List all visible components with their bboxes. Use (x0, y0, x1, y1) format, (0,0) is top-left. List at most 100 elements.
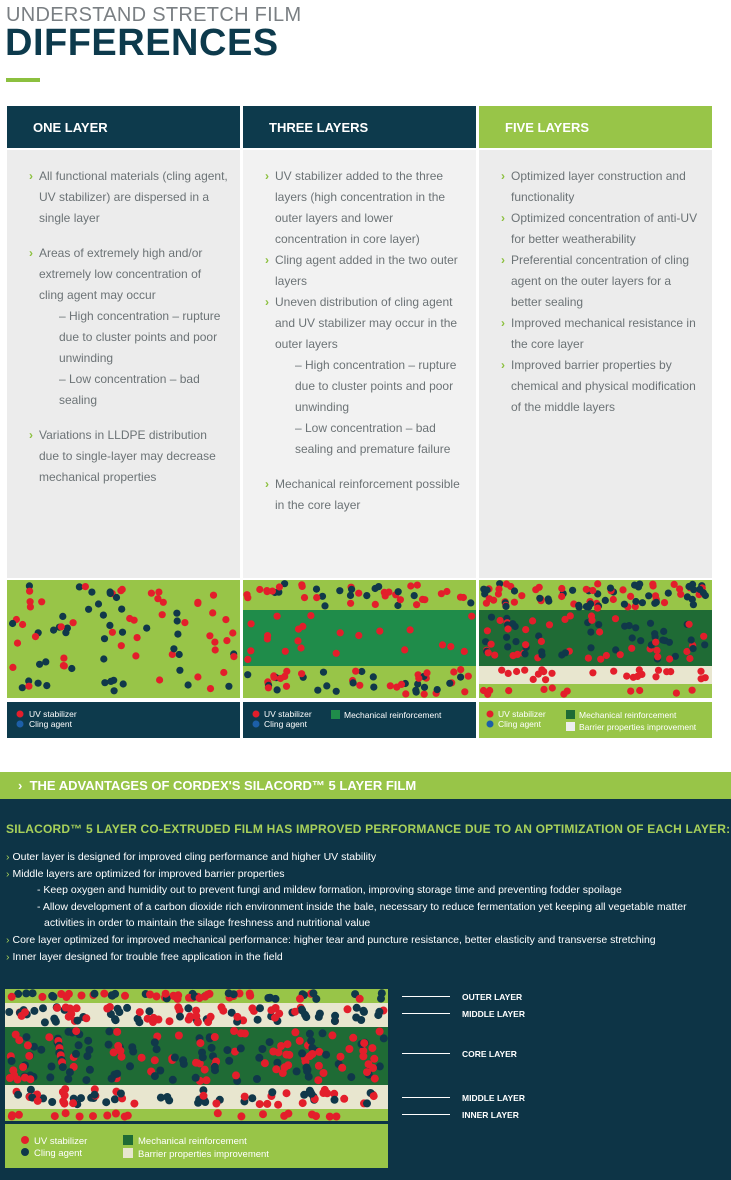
additive-dot (194, 673, 202, 681)
additive-dot (283, 1040, 292, 1049)
additive-dot (155, 588, 163, 596)
additive-dot (438, 641, 447, 649)
additive-dot (312, 585, 321, 593)
additive-dot (687, 636, 695, 644)
additive-dot (513, 667, 521, 676)
additive-dot (394, 601, 402, 610)
additive-dot (484, 649, 492, 657)
additive-dot (307, 612, 315, 620)
additive-dot (59, 612, 67, 620)
additive-dot (39, 1004, 47, 1013)
additive-dot (30, 1042, 38, 1051)
additive-dot (301, 1057, 310, 1066)
additive-dot (283, 667, 291, 675)
additive-dot (107, 1074, 116, 1083)
additive-dot (420, 690, 428, 698)
legend-silacord: UV stabilizer Cling agent Mechanical rei… (5, 1124, 388, 1168)
additive-dot (651, 633, 659, 641)
additive-dot (415, 674, 423, 682)
advantage-line: - Keep oxygen and humidity out to preven… (37, 882, 622, 898)
additive-dot (457, 666, 465, 674)
additive-dot (133, 634, 141, 642)
additive-dot (268, 587, 276, 595)
additive-dot (123, 1003, 132, 1012)
additive-dot (561, 615, 569, 623)
additive-dot (273, 1058, 282, 1067)
additive-dot (75, 1112, 84, 1121)
additive-dot (284, 1109, 293, 1118)
additive-dot (74, 1041, 83, 1050)
legend-label: Cling agent (498, 719, 542, 729)
additive-dot (660, 599, 669, 607)
additive-dot (282, 682, 291, 690)
additive-dot (413, 601, 421, 609)
additive-dot (594, 604, 602, 612)
additive-dot (308, 1050, 317, 1058)
additive-dot (223, 1046, 232, 1055)
additive-dot (173, 609, 181, 617)
bullet-item: Mechanical reinforcement possible in the… (265, 474, 464, 516)
five-layer-cross-section (479, 580, 712, 698)
additive-dot (5, 1008, 14, 1016)
uv-stabilizer-dot-icon (21, 1136, 29, 1144)
additive-dot (375, 1062, 384, 1071)
additive-dot (272, 1065, 281, 1074)
additive-dot (34, 679, 42, 687)
additive-dot (30, 1006, 39, 1015)
additive-dot (291, 1007, 300, 1016)
additive-dot (114, 1041, 123, 1050)
additive-dot (268, 1088, 277, 1097)
additive-dot (50, 1112, 59, 1121)
additive-dot (402, 690, 410, 698)
additive-dot (152, 992, 161, 1001)
additive-dot (512, 638, 520, 646)
additive-dot (69, 1099, 78, 1108)
additive-dot (303, 1067, 312, 1076)
additive-dot (210, 1062, 219, 1071)
additive-dot (103, 1004, 112, 1013)
additive-dot (298, 1006, 307, 1015)
additive-dot (111, 1016, 120, 1025)
additive-dot (64, 1075, 73, 1083)
additive-dot (225, 1056, 234, 1065)
additive-dot (483, 586, 491, 594)
additive-dot (274, 1048, 283, 1057)
additive-dot (300, 1090, 309, 1099)
additive-dot (294, 637, 302, 645)
column-header-five-layers: FIVE LAYERS (479, 106, 712, 148)
additive-dot (277, 1042, 286, 1050)
additive-dot (259, 1110, 267, 1119)
additive-dot (358, 667, 366, 676)
additive-dot (414, 680, 422, 688)
additive-dot (664, 589, 672, 597)
additive-dot (271, 994, 280, 1003)
additive-dot (595, 621, 603, 629)
additive-dot (100, 989, 109, 998)
additive-dot (282, 1089, 291, 1098)
additive-dot (45, 1033, 54, 1042)
additive-dot (63, 624, 71, 632)
additive-dot (654, 666, 663, 674)
advantage-text: - Allow development of a carbon dioxide … (37, 901, 687, 913)
layer-label-middle-top: MIDDLE LAYER (462, 1009, 525, 1019)
additive-dot (232, 1071, 240, 1080)
additive-dot (255, 1100, 264, 1109)
additive-dot (479, 686, 488, 695)
additive-dot (201, 1098, 210, 1106)
additive-dot (53, 1003, 62, 1012)
core-layer-leader-line (402, 1053, 450, 1054)
additive-dot (320, 1085, 329, 1094)
bullet-item: Cling agent added in the two outer layer… (265, 250, 464, 292)
bullet-item: UV stabilizer added to the three layers … (265, 166, 464, 250)
additive-dot (108, 991, 117, 1000)
additive-dot (606, 584, 615, 592)
column-title: FIVE LAYERS (505, 119, 590, 135)
additive-dot (118, 605, 126, 613)
additive-dot (106, 621, 114, 629)
additive-dot (632, 597, 640, 606)
sub-item: – Low concentration – bad sealing and pr… (295, 421, 451, 456)
one-layer-cross-section (7, 580, 240, 698)
additive-dot (318, 1029, 327, 1038)
additive-dot (601, 596, 609, 604)
additive-dot (219, 1006, 228, 1015)
